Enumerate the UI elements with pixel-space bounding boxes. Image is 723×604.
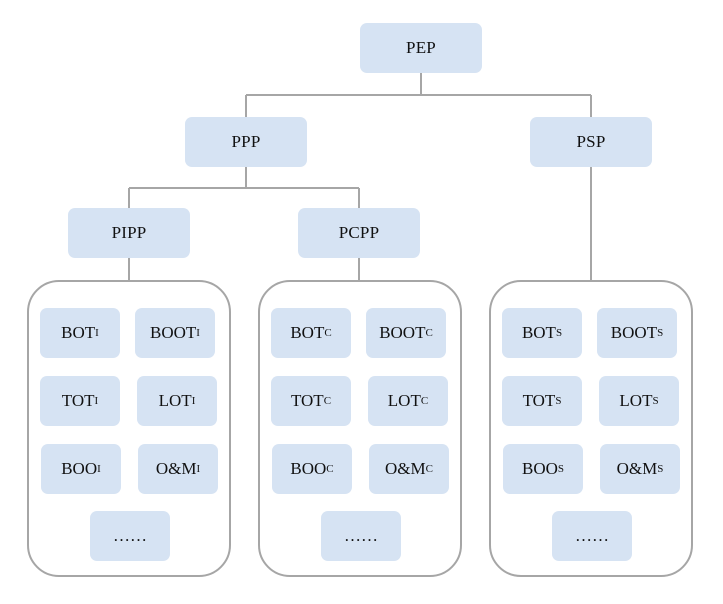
node-pep[interactable]: PEP <box>360 23 482 73</box>
leaf-label: BOT <box>61 323 96 342</box>
leaf-more-c[interactable]: …… <box>321 511 401 561</box>
node-pcpp[interactable]: PCPP <box>298 208 420 258</box>
leaf-label: TOT <box>522 391 556 410</box>
leaf-label: LOT <box>619 391 653 410</box>
node-pipp[interactable]: PIPP <box>68 208 190 258</box>
leaf-label: BOOT <box>610 323 658 342</box>
leaf-label: TOT <box>290 391 324 410</box>
leaf-label: BOO <box>521 459 558 478</box>
node-ppp[interactable]: PPP <box>185 117 307 167</box>
leaf-label: O&M <box>385 459 426 478</box>
leaf-more-i[interactable]: …… <box>90 511 170 561</box>
leaf-label: LOT <box>387 391 421 410</box>
leaf-label: LOT <box>158 391 192 410</box>
leaf-label: BOT <box>521 323 556 342</box>
leaf-label: BOT <box>290 323 325 342</box>
leaf-label: TOT <box>61 391 95 410</box>
leaf-label: O&M <box>155 459 197 478</box>
leaf-label: BOOT <box>150 323 197 342</box>
leaf-label: BOOT <box>379 323 426 342</box>
node-psp[interactable]: PSP <box>530 117 652 167</box>
leaf-more-s[interactable]: …… <box>552 511 632 561</box>
leaf-label: BOO <box>290 459 327 478</box>
leaf-label: BOO <box>61 459 98 478</box>
leaf-label: O&M <box>616 459 658 478</box>
